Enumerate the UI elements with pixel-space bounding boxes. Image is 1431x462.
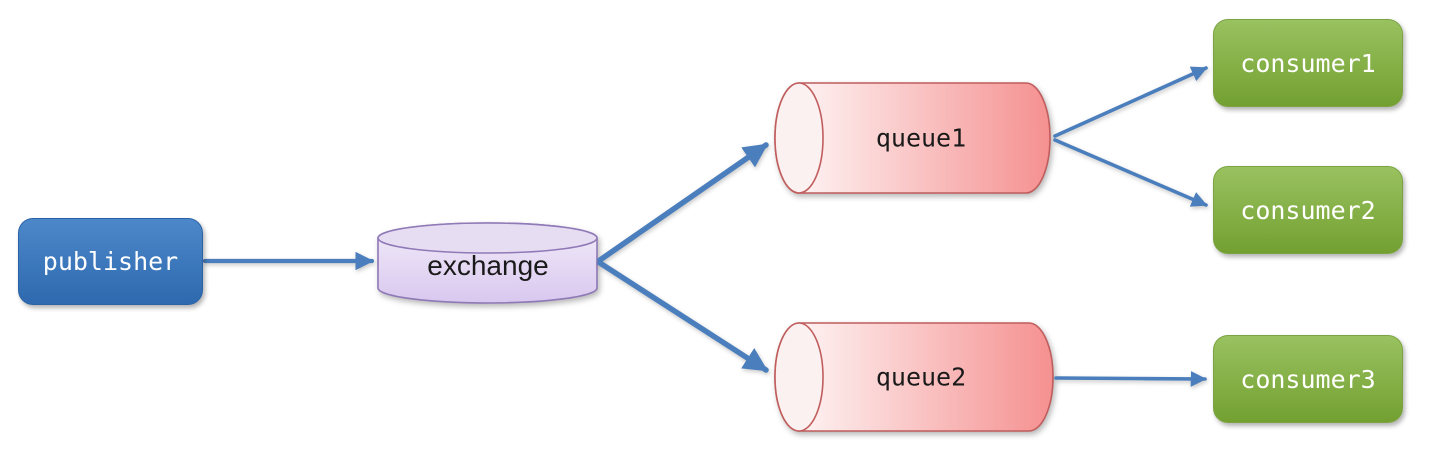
queue1-cylinder-cap <box>774 82 824 194</box>
queue1-label: queue1 <box>875 123 967 153</box>
consumer1-label: consumer1 <box>1240 48 1376 78</box>
arrow-queue2-to-consumer3 <box>1054 370 1207 387</box>
exchange-cylinder-cap <box>377 222 598 254</box>
consumer2-node: consumer2 <box>1213 166 1403 254</box>
queue1-cylinder <box>774 82 1051 194</box>
consumer1-node: consumer1 <box>1213 19 1403 107</box>
exchange-label: exchange <box>427 250 549 281</box>
queue2-label: queue2 <box>875 362 967 392</box>
arrow-exchange-to-queue2 <box>597 260 769 373</box>
publisher-label: publisher <box>42 247 179 276</box>
arrow-queue1-to-consumer1 <box>1053 66 1208 138</box>
arrow-exchange-to-queue1 <box>597 142 769 263</box>
publisher-node: publisher <box>18 218 203 305</box>
queue2-cylinder-cap <box>774 322 824 432</box>
arrow-queue1-to-consumer2 <box>1053 138 1208 207</box>
consumer3-label: consumer3 <box>1240 364 1376 394</box>
consumer3-node: consumer3 <box>1213 335 1403 423</box>
exchange-cylinder <box>377 222 598 304</box>
consumer2-label: consumer2 <box>1240 195 1376 225</box>
diagram-edges <box>202 66 1208 387</box>
queue2-cylinder <box>774 322 1054 432</box>
